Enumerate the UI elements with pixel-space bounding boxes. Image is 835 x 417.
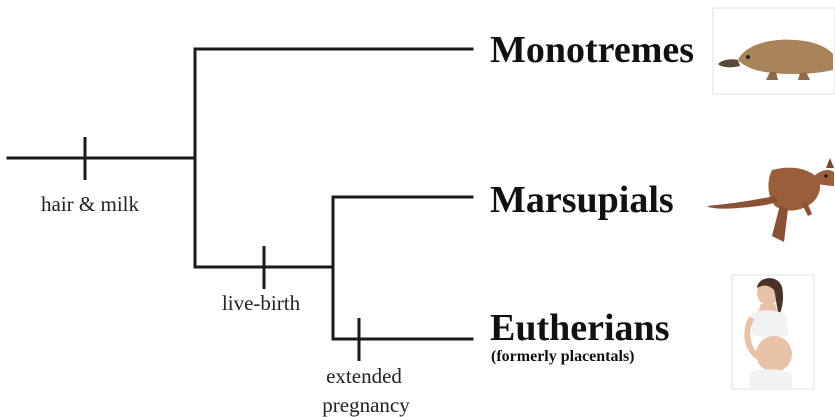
kangaroo-photo [707, 158, 834, 242]
trait-ticks [83, 137, 361, 361]
taxon-monotremes: Monotremes [490, 29, 694, 71]
platypus-photo [712, 7, 835, 95]
pregnant-woman-photo [731, 274, 815, 390]
trait-label-hair-milk: hair & milk [41, 192, 139, 216]
taxon-eutherians: Eutherians [490, 307, 669, 349]
taxon-eutherians-subtitle: (formerly placentals) [491, 348, 635, 365]
trait-label-extended-line2: pregnancy [322, 393, 410, 417]
taxon-marsupials: Marsupials [490, 179, 674, 221]
tree-branches [6, 47, 474, 341]
trait-label-live-birth: live-birth [222, 291, 301, 315]
trait-label-extended-line1: extended [326, 364, 402, 388]
